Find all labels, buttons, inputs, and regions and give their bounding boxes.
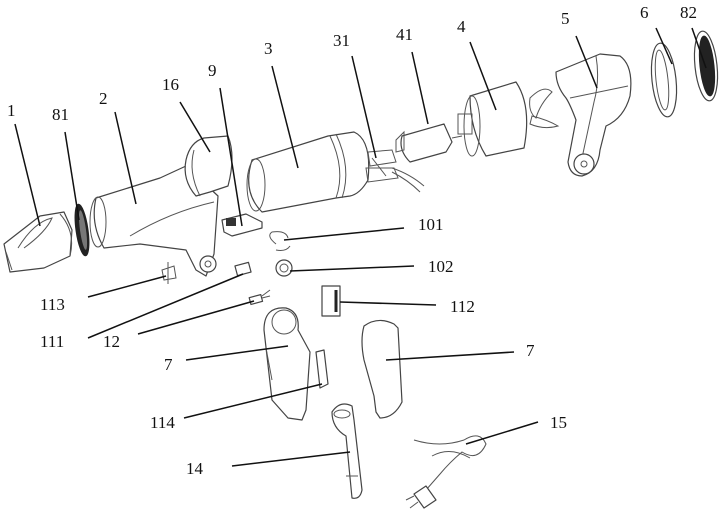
part-handle-shell-right [361,319,403,419]
label-14: 14 [186,459,204,478]
label-7-left: 7 [164,355,173,374]
leader-lines [14,27,707,467]
part-diode-12 [248,289,271,306]
part-switch-112 [321,285,341,317]
leader-101 [283,227,405,241]
leader-114 [183,383,323,419]
label-15: 15 [550,413,567,432]
leader-15 [465,421,539,445]
leader-112 [339,301,437,306]
part-cord-sleeve [331,403,363,499]
label-82: 82 [680,3,697,22]
leader-31 [351,55,377,159]
part-fan-housing [457,81,528,157]
label-9: 9 [208,61,217,80]
leader-82 [691,27,707,69]
label-81: 81 [52,105,69,124]
label-7-right: 7 [526,341,535,360]
callout-labels: 1 81 2 16 9 3 31 41 4 5 6 82 101 102 113… [7,3,697,478]
leader-2 [114,111,137,205]
part-cold-air-duct [184,135,233,197]
part-rear-filter-ring [650,42,678,118]
leader-111 [87,273,244,339]
leader-16 [179,101,211,153]
leader-14 [231,451,351,467]
part-button-plate-114 [315,349,329,389]
label-114: 114 [150,413,175,432]
label-41: 41 [396,25,413,44]
part-clip-101 [269,231,291,251]
part-connector-111 [234,261,252,277]
part-nozzle [3,211,73,273]
part-heater-tube [246,131,370,213]
label-1: 1 [7,101,16,120]
leader-7-right [385,351,515,361]
leader-6 [655,27,673,65]
leader-81 [64,131,80,221]
label-112: 112 [450,297,475,316]
leader-41 [411,51,429,125]
leader-3 [271,65,299,169]
leader-4 [469,41,497,111]
label-5: 5 [561,9,570,28]
part-power-cord [405,435,487,509]
part-fan-impeller [529,88,560,129]
part-front-housing [89,165,219,277]
part-front-mesh [74,203,90,257]
label-3: 3 [264,39,273,58]
leader-102 [289,265,415,272]
leader-113 [87,275,167,298]
label-111: 111 [40,332,64,351]
label-101: 101 [418,215,444,234]
leader-5 [575,35,598,89]
leader-7-left [185,345,289,361]
label-113: 113 [40,295,65,314]
leader-1 [14,123,41,227]
label-4: 4 [457,17,466,36]
part-motor [395,123,463,163]
part-rear-housing [555,53,632,177]
leader-9 [219,87,243,227]
label-102: 102 [428,257,454,276]
label-2: 2 [99,89,108,108]
part-ring-102 [275,259,293,277]
leader-12 [137,300,255,335]
label-31: 31 [333,31,350,50]
part-heating-element [365,149,425,193]
label-6: 6 [640,3,649,22]
label-16: 16 [162,75,179,94]
label-12: 12 [103,332,120,351]
part-handle-shell-left [263,307,311,421]
part-switch-113 [161,262,177,284]
